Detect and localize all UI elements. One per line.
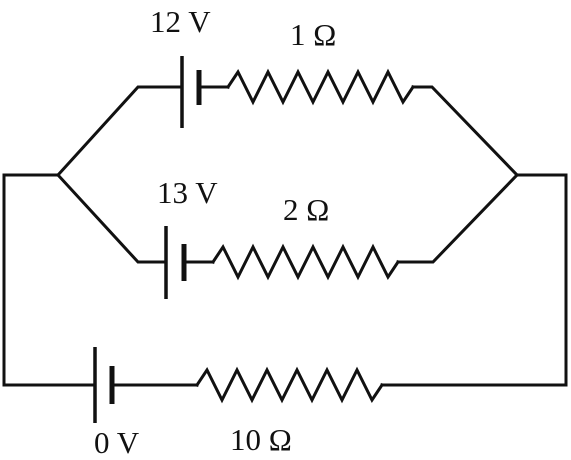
- label-0v: 0 V: [94, 425, 140, 460]
- branch-bottom: [2, 173, 568, 423]
- branch-middle: [55, 172, 520, 299]
- label-10-ohm: 10 Ω: [230, 422, 292, 457]
- wire-bottom-right: [380, 173, 568, 387]
- wire-top-right: [411, 85, 520, 178]
- branch-top: [55, 56, 520, 178]
- resistor-10-ohm: [194, 366, 385, 404]
- label-13v: 13 V: [157, 175, 218, 210]
- wire-left-node-link: [2, 173, 97, 387]
- resistor-1-ohm: [225, 68, 416, 106]
- label-12v: 12 V: [150, 4, 211, 39]
- resistor-2-ohm: [210, 243, 401, 281]
- wire-middle-right: [396, 172, 520, 264]
- label-1-ohm: 1 Ω: [290, 17, 336, 52]
- label-2-ohm: 2 Ω: [283, 192, 329, 227]
- wire-top-left: [55, 85, 184, 178]
- wire-middle-left: [55, 172, 168, 264]
